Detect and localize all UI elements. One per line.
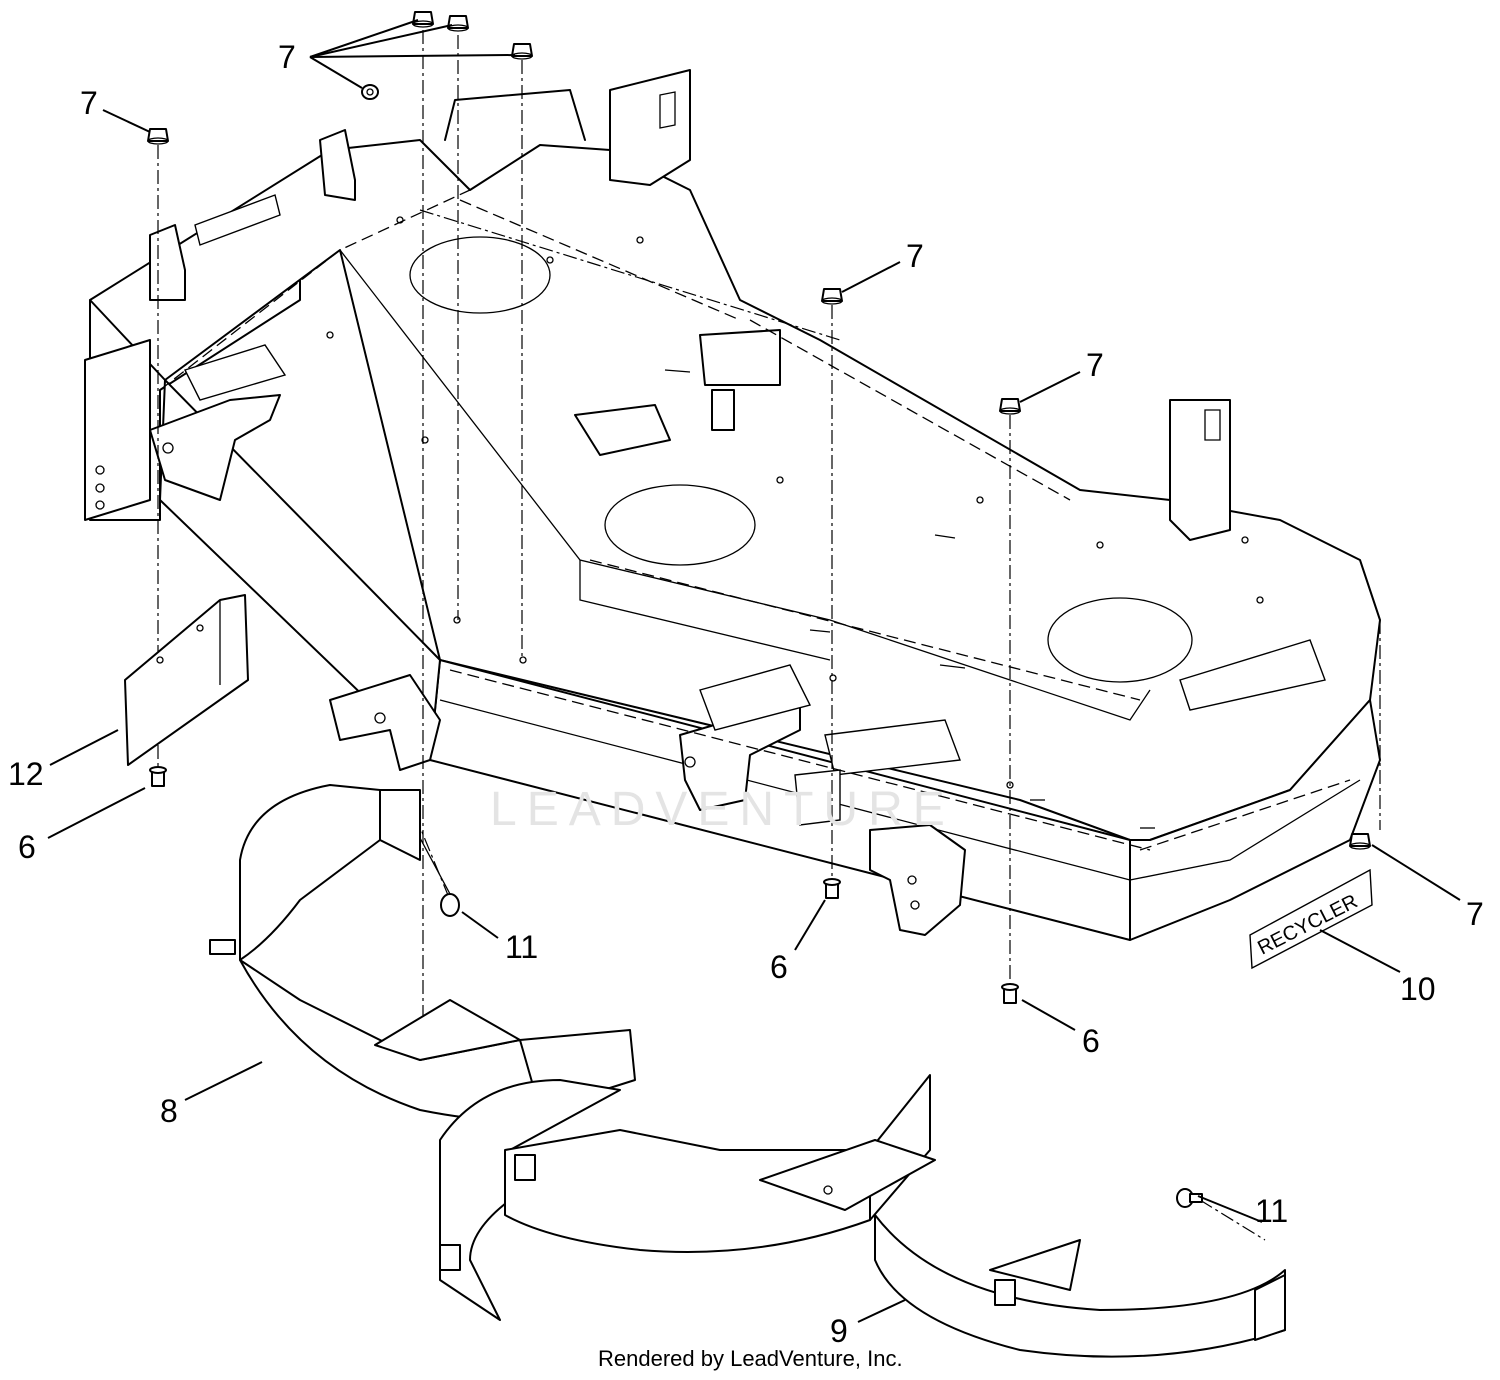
- callout-8: 8: [160, 1093, 178, 1129]
- watermark-text: LEADVENTURE: [490, 783, 955, 836]
- callout-6-center: 6: [770, 949, 788, 985]
- callout-10: 10: [1400, 971, 1436, 1007]
- mower-deck-housing: [84, 69, 1381, 941]
- baffle-part-9: [439, 1074, 1286, 1358]
- callout-6-right: 6: [1082, 1023, 1100, 1059]
- carriage-bolts: [149, 766, 1019, 1004]
- deck-mount-holes: [326, 216, 1264, 829]
- baffle-plate-part-12: [124, 594, 249, 766]
- baffle-part-8: [209, 784, 636, 1121]
- callout-7-left: 7: [80, 85, 98, 121]
- callout-7-skirt: 7: [1466, 896, 1484, 932]
- callout-11-left: 11: [505, 929, 538, 965]
- callouts: 7 7 7 7 7 12 6 11 6 6 10 8 11 9: [8, 19, 1484, 1349]
- callout-9: 9: [830, 1313, 848, 1349]
- callout-12: 12: [8, 756, 44, 792]
- callout-7-center: 7: [906, 238, 924, 274]
- credit-text: Rendered by LeadVenture, Inc.: [598, 1346, 903, 1371]
- callout-7-right: 7: [1086, 347, 1104, 383]
- callout-7-top: 7: [278, 39, 296, 75]
- recycler-decal-part-10: RECYCLER: [1249, 868, 1373, 970]
- callout-6-left: 6: [18, 829, 36, 865]
- callout-11-right: 11: [1255, 1193, 1288, 1229]
- hidden-lines: [159, 189, 1351, 851]
